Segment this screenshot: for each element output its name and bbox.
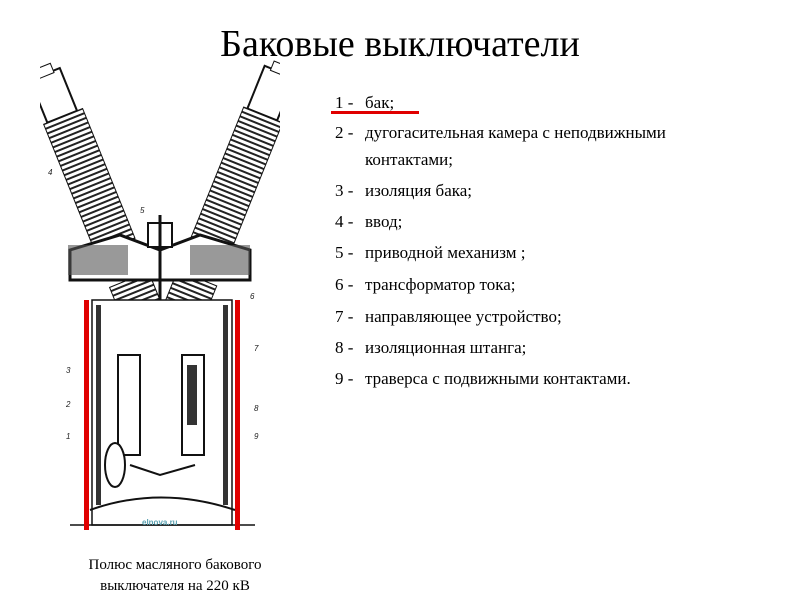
highlight-underline <box>331 111 419 114</box>
legend-text: изоляция бака; <box>365 181 473 200</box>
diagram-label-2: 2 <box>65 400 71 409</box>
legend-item-7: 7 - направляющее устройство; <box>335 307 562 327</box>
legend-item-4: 4 - ввод; <box>335 212 402 232</box>
legend-item-2-continuation: контактами; <box>365 150 453 169</box>
diagram-label-9: 9 <box>254 432 259 441</box>
legend-text: изоляционная штанга; <box>365 338 527 357</box>
diagram-label-6: 6 <box>250 292 255 301</box>
legend-text: траверса с подвижными контактами. <box>365 369 631 388</box>
legend-num: 4 - <box>335 212 354 231</box>
diagram-label-3: 3 <box>66 366 71 375</box>
legend-text: приводной механизм ; <box>365 243 526 262</box>
caption-line-2: выключателя на 220 кВ <box>100 578 250 594</box>
legend-text: дугогасительная камера с неподвижными <box>365 123 666 142</box>
legend-num: 1 - <box>335 93 354 112</box>
diagram-label-4: 4 <box>48 168 53 177</box>
legend-text: направляющее устройство; <box>365 307 562 326</box>
breaker-diagram: 1 2 3 4 5 6 7 8 9 elnova.ru <box>40 60 280 530</box>
diagram-label-1: 1 <box>66 432 70 441</box>
legend-item-1: 1 - бак; <box>335 93 394 113</box>
legend-item-9: 9 - траверса с подвижными контактами. <box>335 369 631 389</box>
legend-num: 6 - <box>335 275 354 294</box>
legend-num: 7 - <box>335 307 354 326</box>
legend-item-5: 5 - приводной механизм ; <box>335 243 526 263</box>
diagram-label-8: 8 <box>254 404 259 413</box>
legend-text: трансформатор тока; <box>365 275 516 294</box>
slide-title: Баковые выключатели <box>220 23 580 65</box>
legend-num: 8 - <box>335 338 354 357</box>
legend-text: ввод; <box>365 212 403 231</box>
legend-num: 9 - <box>335 369 354 388</box>
tank-wall-highlight-left <box>84 300 89 530</box>
legend-num: 5 - <box>335 243 354 262</box>
legend-text: бак; <box>365 93 395 112</box>
diagram-label-5: 5 <box>140 206 145 215</box>
watermark: elnova.ru <box>142 518 178 527</box>
legend-item-6: 6 - трансформатор тока; <box>335 275 515 295</box>
caption-line-1: Полюс масляного бакового <box>88 557 262 573</box>
tank-wall-highlight-right <box>235 300 240 530</box>
legend-item-8: 8 - изоляционная штанга; <box>335 338 526 358</box>
legend-item-3: 3 - изоляция бака; <box>335 181 472 201</box>
diagram-caption: Полюс масляного бакового выключателя на … <box>55 555 295 597</box>
legend-num: 2 - <box>335 123 354 142</box>
diagram-label-7: 7 <box>254 344 259 353</box>
legend-num: 3 - <box>335 181 354 200</box>
legend-item-2: 2 - дугогасительная камера с неподвижными <box>335 123 666 143</box>
